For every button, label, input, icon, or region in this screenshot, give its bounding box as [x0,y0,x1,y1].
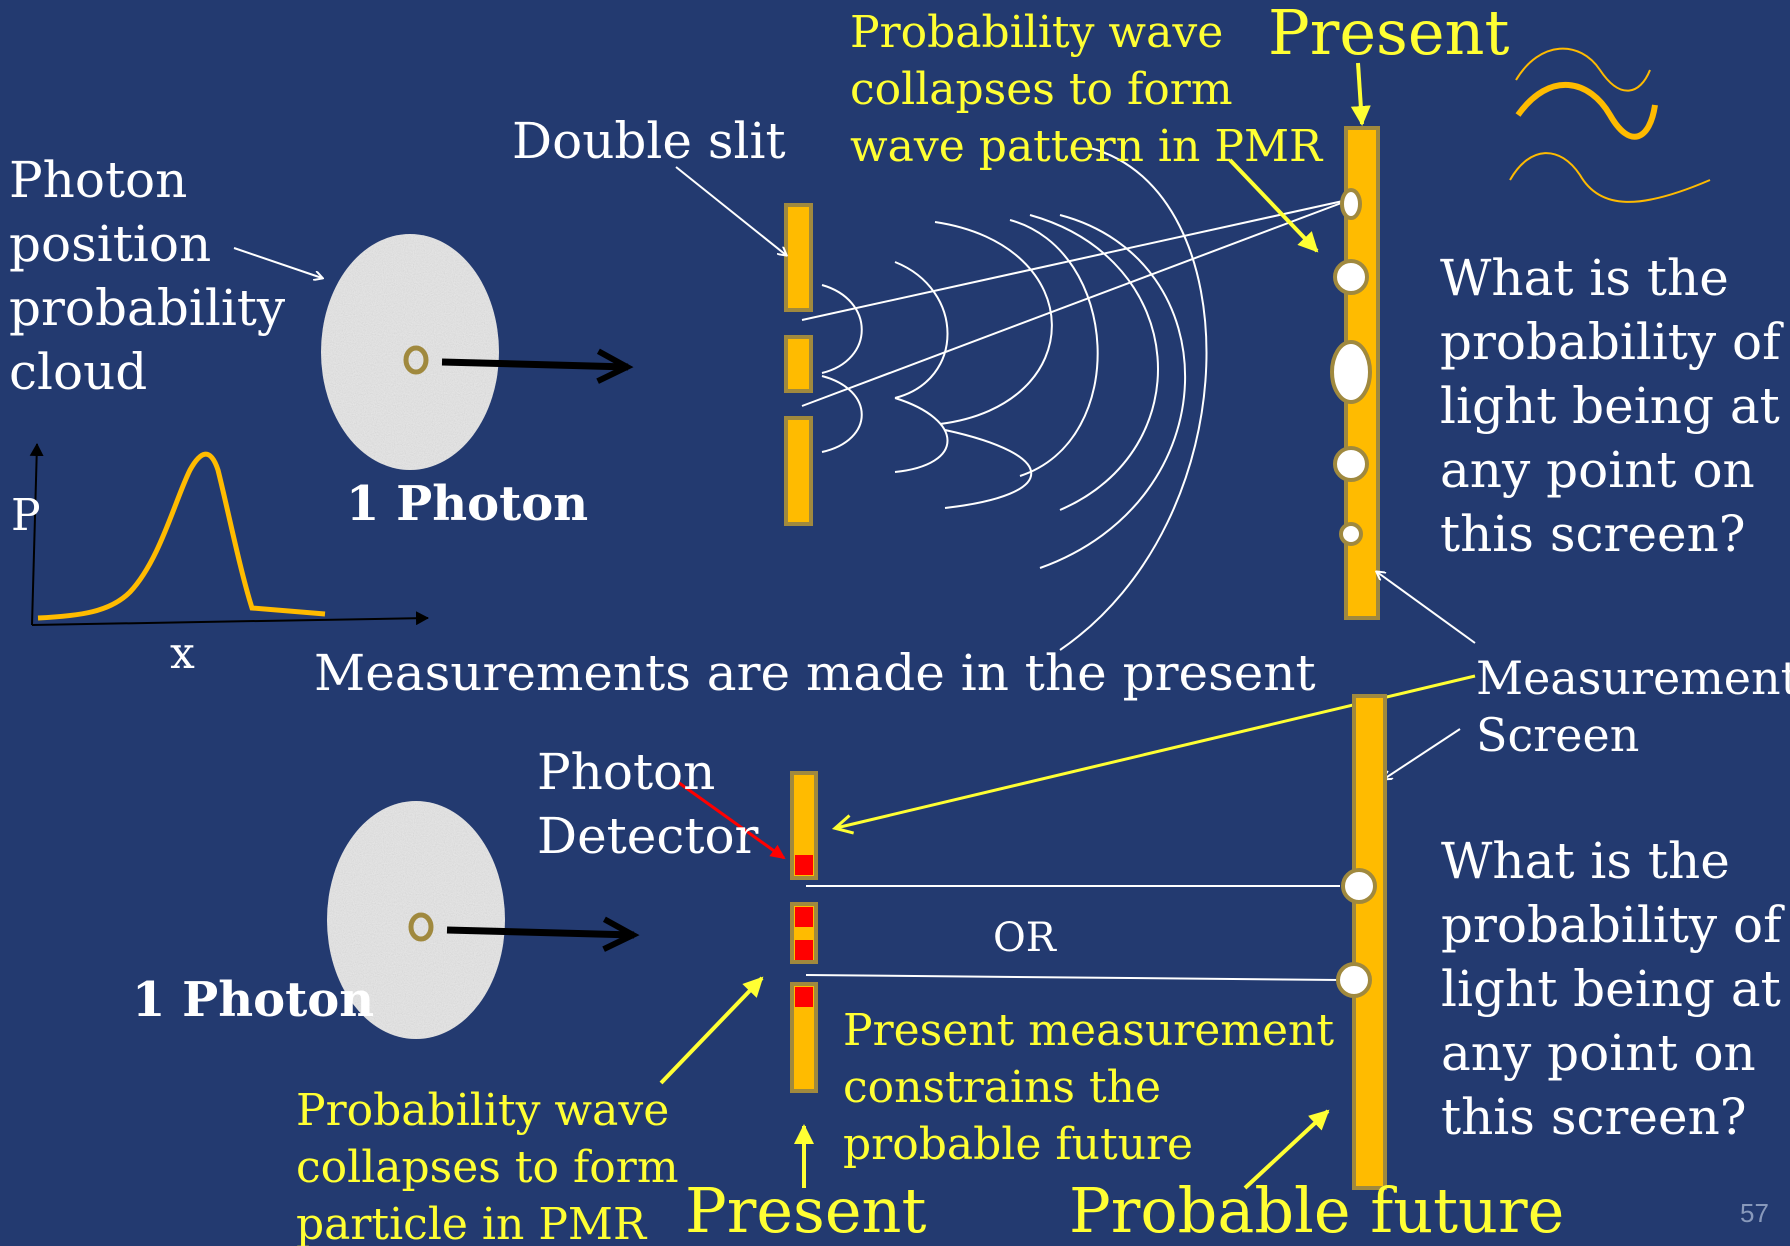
probable-future-label: Probable future [1069,1174,1565,1246]
particle-hits [1336,868,1377,998]
wave-collapse-label-bottom: Probability wave collapses to form parti… [296,1082,679,1246]
question-top-line-4: any point on [1440,441,1755,499]
measurement-screen-label: Measurement Screen [1476,650,1790,764]
or-label: OR [993,915,1056,961]
photon-label-bottom: 1 Photon [132,972,375,1028]
wave-collapse-bottom-line-1: Probability wave [296,1085,670,1136]
cloud-label: Photon position probability cloud [9,148,285,404]
present-arrow-top [1350,62,1371,126]
wave-collapse-arrow-top [1228,158,1319,253]
measurement-screen-pointer-bottom [1384,728,1461,779]
detector-label-line-2: Detector [537,807,759,865]
cloud-label-line-4: cloud [9,343,148,401]
question-bottom-line-3: light being at [1441,960,1781,1018]
question-top-line-1: What is the [1440,249,1729,307]
question-top: What is the probability of light being a… [1440,246,1781,566]
constraint-line-1: Present measurement [843,1005,1335,1056]
wave-symbol-icon [1509,47,1711,203]
probable-future-arrow [1243,1109,1330,1190]
question-bottom: What is the probability of light being a… [1441,829,1782,1149]
wave-collapse-arrow-bottom [659,976,764,1085]
constraint-line-3: probable future [843,1119,1194,1170]
detector-hit-bottom [795,987,813,1007]
question-bottom-line-2: probability of [1441,896,1782,954]
cloud-pointer [233,247,322,278]
double-slit-barrier [784,203,813,526]
detector-hit-middle-b [795,940,813,960]
probability-cloud-bottom [327,801,505,1039]
question-bottom-line-4: any point on [1441,1024,1756,1082]
present-label-bottom: Present [685,1174,927,1246]
interference-rays [801,198,1353,407]
measurement-screen-line-1: Measurement [1476,651,1790,705]
graph-y-label: P [11,490,41,541]
detector-pointer-arrow [674,778,786,860]
photon-label-top: 1 Photon [346,476,589,532]
constraint-line-2: constrains the [843,1062,1162,1113]
slide-number: 57 [1740,1198,1769,1228]
question-top-line-2: probability of [1440,313,1781,371]
measurement-screen-bottom [1352,694,1387,1190]
wave-collapse-line-1: Probability wave [850,7,1224,58]
wave-collapse-line-2: collapses to form [850,64,1233,115]
cloud-label-line-2: position [9,215,212,273]
probability-cloud-top [321,234,499,470]
detector-label: Photon Detector [537,740,758,868]
particle-paths [805,885,1341,981]
wavefronts [821,147,1208,651]
double-slit-pointer [675,166,786,255]
present-label-top: Present [1268,0,1510,69]
measurement-screen-pointer-top [1377,572,1476,644]
question-bottom-line-1: What is the [1441,832,1730,890]
question-top-line-5: this screen? [1440,505,1746,563]
graph-x-label: x [170,628,195,679]
detector-slits [790,771,818,1093]
photon-direction-arrow-top [441,348,634,384]
detector-label-line-1: Photon [537,743,716,801]
interference-spots [1330,188,1372,546]
wave-collapse-bottom-line-2: collapses to form [296,1142,679,1193]
photon-direction-arrow-bottom [446,916,640,952]
photon-dot-top [403,345,429,375]
double-slit-label: Double slit [512,112,786,170]
constraint-label: Present measurement constrains the proba… [843,1002,1334,1173]
wave-collapse-label-top: Probability wave collapses to form wave … [850,4,1322,175]
wave-collapse-line-3: wave pattern in PMR [850,121,1323,172]
cloud-label-line-3: probability [9,279,286,337]
wave-collapse-bottom-line-3: particle in PMR [296,1199,647,1246]
question-bottom-line-5: this screen? [1441,1088,1747,1146]
probability-graph [29,443,429,626]
photon-dot-bottom [408,912,434,942]
detector-hit-top [795,855,813,875]
cloud-label-line-1: Photon [9,151,188,209]
probability-curve [37,451,326,621]
measurements-label: Measurements are made in the present [314,644,1316,702]
question-top-line-3: light being at [1440,377,1780,435]
detector-hit-middle-a [795,907,813,927]
measurement-screen-line-2: Screen [1476,708,1640,762]
